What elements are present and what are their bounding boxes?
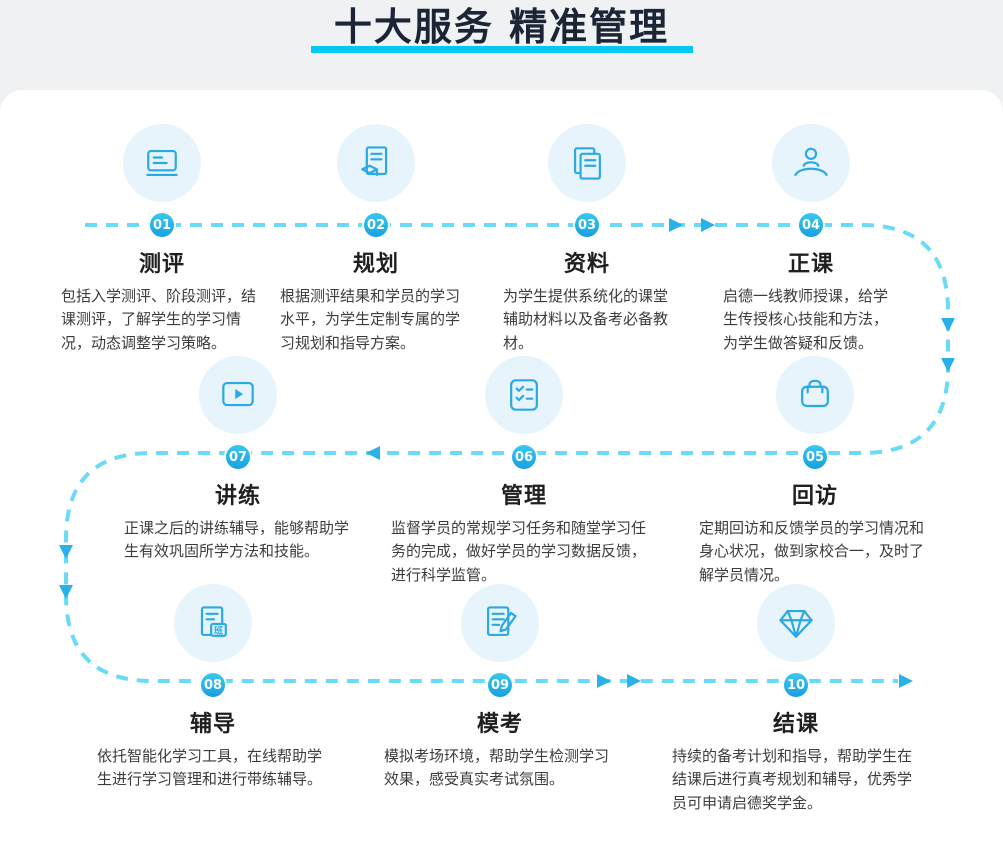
title-underline [310, 45, 693, 53]
service-title: 正课 [787, 252, 834, 277]
content-card: 01 测评 包括入学测评、阶段测评，结课测评，了解学生的学习情况，动态调整学习策… [0, 90, 1003, 857]
service-title: 模考 [476, 712, 523, 737]
step-number-badge: 05 [803, 445, 827, 469]
service-item-01: 01 测评 包括入学测评、阶段测评，结课测评，了解学生的学习情况，动态调整学习策… [61, 124, 263, 355]
service-description: 模拟考场环境，帮助学生检测学习效果，感受真实考试氛围。 [384, 747, 610, 789]
step-number-badge: 06 [512, 445, 536, 469]
service-title: 资料 [563, 252, 610, 277]
planning-icon [337, 124, 415, 202]
arrow-down-icon [59, 545, 73, 559]
service-title: 讲练 [214, 484, 261, 509]
page-header: 十大服务 精准管理 [0, 0, 1003, 90]
step-number-badge: 08 [201, 673, 225, 697]
arrow-left-icon [366, 446, 380, 460]
follow-up-icon [776, 356, 854, 434]
service-description: 包括入学测评、阶段测评，结课测评，了解学生的学习情况，动态调整学习策略。 [61, 287, 257, 352]
arrow-down-icon [59, 585, 73, 599]
step-number-badge: 07 [226, 445, 250, 469]
service-description: 为学生提供系统化的课堂辅助材料以及备考必备教材。 [503, 287, 669, 352]
arrow-down-icon [941, 318, 955, 332]
flow-dashed-line [59, 218, 955, 688]
mock-exam-icon [461, 584, 539, 662]
tutoring-icon: 班 [174, 584, 252, 662]
service-title: 规划 [352, 252, 399, 277]
service-description: 启德一线教师授课，给学生传授核心技能和方法，为学生做答疑和反馈。 [723, 287, 889, 352]
service-item-03: 03 资料 为学生提供系统化的课堂辅助材料以及备考必备教材。 [503, 124, 671, 355]
materials-icon [548, 124, 626, 202]
service-item-08: 班 08 辅导 依托智能化学习工具，在线帮助学生进行学习管理和进行带练辅导。 [97, 584, 329, 792]
service-description: 依托智能化学习工具，在线帮助学生进行学习管理和进行带练辅导。 [97, 747, 323, 789]
service-item-05: 05 回访 定期回访和反馈学员的学习情况和身心状况，做到家校合一，及时了解学员情… [699, 356, 931, 587]
service-title: 测评 [138, 252, 185, 277]
arrow-down-icon [941, 358, 955, 372]
step-number-badge: 02 [364, 213, 388, 237]
service-title: 管理 [500, 484, 547, 509]
service-title: 结课 [772, 712, 819, 737]
arrow-right-icon [597, 674, 611, 688]
step-number-badge: 10 [784, 673, 808, 697]
service-item-09: 09 模考 模拟考场环境，帮助学生检测学习效果，感受真实考试氛围。 [384, 584, 616, 792]
flow-path [64, 223, 950, 683]
service-title: 回访 [791, 484, 838, 509]
assessment-icon [123, 124, 201, 202]
service-description: 持续的备考计划和指导，帮助学生在结课后进行真考规划和辅导，优秀学员可申请启德奖学… [672, 747, 913, 812]
service-title: 辅导 [189, 712, 236, 737]
service-description: 监督学员的常规学习任务和随堂学习任务的完成，做好学员的学习数据反馈，进行科学监管… [391, 519, 647, 584]
service-description: 根据测评结果和学员的学习水平，为学生定制专属的学习规划和指导方案。 [280, 287, 461, 352]
service-item-10: 10 结课 持续的备考计划和指导，帮助学生在结课后进行真考规划和辅导，优秀学员可… [672, 584, 920, 815]
completion-icon [757, 584, 835, 662]
service-item-07: 07 讲练 正课之后的讲练辅导，能够帮助学生有效巩固所学方法和技能。 [124, 356, 352, 564]
service-item-06: 06 管理 监督学员的常规学习任务和随堂学习任务的完成，做好学员的学习数据反馈，… [391, 356, 657, 587]
practice-icon [199, 356, 277, 434]
service-description: 正课之后的讲练辅导，能够帮助学生有效巩固所学方法和技能。 [124, 519, 350, 561]
svg-text:班: 班 [214, 625, 223, 637]
step-number-badge: 04 [799, 213, 823, 237]
lecture-icon [772, 124, 850, 202]
step-number-badge: 01 [150, 213, 174, 237]
arrow-right-icon [669, 218, 683, 232]
page-title: 十大服务 精准管理 [333, 5, 670, 49]
arrow-right-icon [701, 218, 715, 232]
step-number-badge: 09 [488, 673, 512, 697]
arrow-right-icon [627, 674, 641, 688]
step-number-badge: 03 [575, 213, 599, 237]
service-item-04: 04 正课 启德一线教师授课，给学生传授核心技能和方法，为学生做答疑和反馈。 [723, 124, 899, 355]
service-description: 定期回访和反馈学员的学习情况和身心状况，做到家校合一，及时了解学员情况。 [699, 519, 925, 584]
management-icon [485, 356, 563, 434]
service-item-02: 02 规划 根据测评结果和学员的学习水平，为学生定制专属的学习规划和指导方案。 [280, 124, 472, 355]
arrow-right-icon [899, 674, 913, 688]
